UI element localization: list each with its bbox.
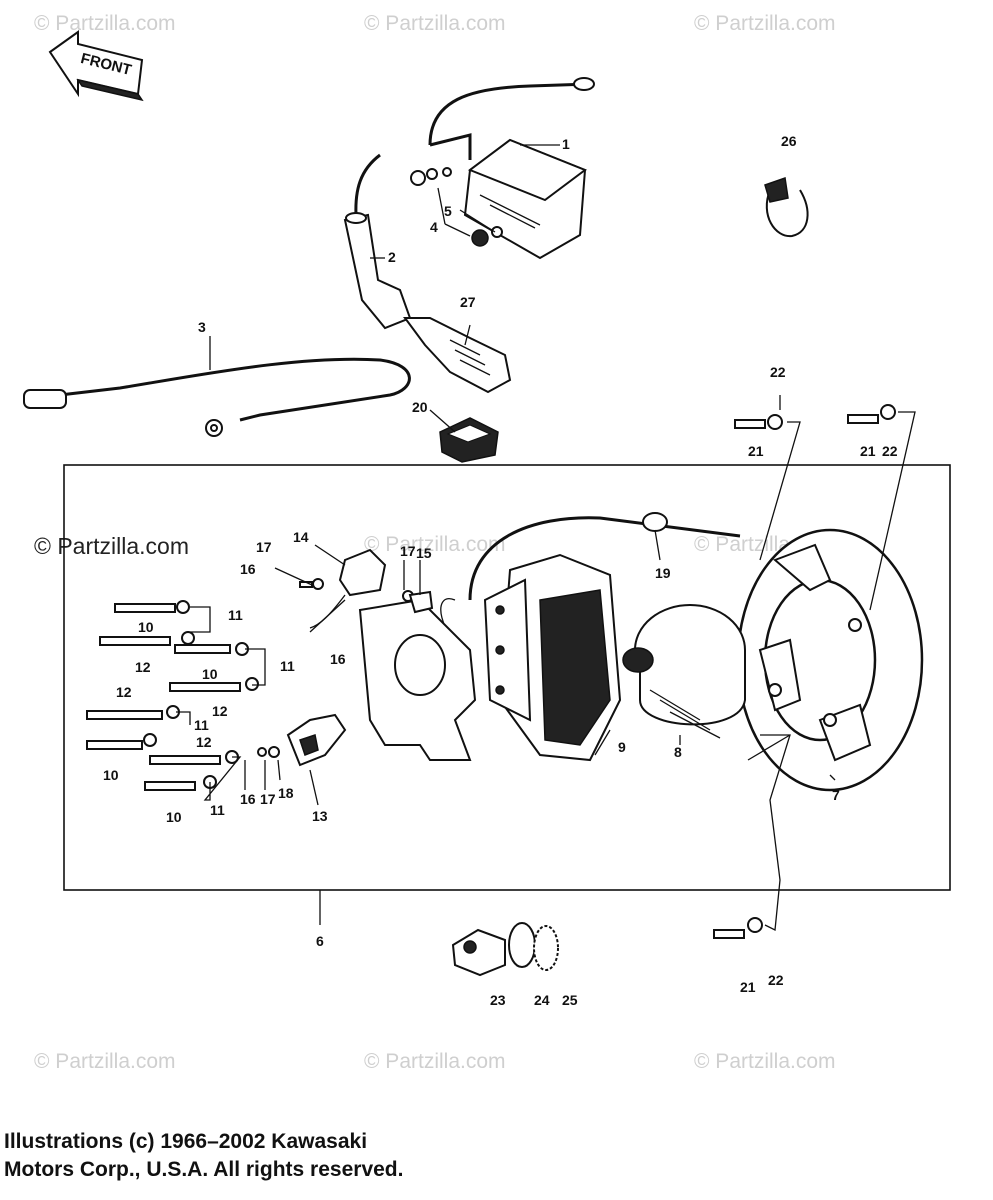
rotor-nut-icon xyxy=(451,922,559,977)
label-part-17b: 17 xyxy=(400,543,416,559)
watermark-bottom-left: © Partzilla.com xyxy=(34,1050,176,1073)
label-part-17c: 17 xyxy=(260,791,276,807)
label-part-18: 18 xyxy=(278,785,294,801)
clip-icon xyxy=(764,176,809,238)
label-part-6: 6 xyxy=(316,933,324,949)
watermark-top-right: © Partzilla.com xyxy=(694,12,836,35)
watermark-bottom-right: © Partzilla.com xyxy=(694,1050,836,1073)
copyright-notice: Illustrations (c) 1966–2002 Kawasaki Mot… xyxy=(4,1128,403,1184)
spark-plug-cap-icon xyxy=(343,212,412,330)
watermark-middle-center: © Partzilla.com xyxy=(364,533,506,556)
label-part-12b: 12 xyxy=(116,684,132,700)
label-part-25: 25 xyxy=(562,992,578,1008)
label-part-9: 9 xyxy=(618,739,626,755)
label-part-14: 14 xyxy=(293,529,309,545)
watermark-top-left: © Partzilla.com xyxy=(34,12,176,35)
front-arrow-icon: FRONT xyxy=(48,30,144,102)
nut-icon xyxy=(410,167,503,247)
label-part-12a: 12 xyxy=(135,659,151,675)
label-part-3: 3 xyxy=(198,319,206,335)
stator-wire xyxy=(468,516,741,601)
label-part-11c: 11 xyxy=(194,717,209,733)
label-part-13: 13 xyxy=(312,808,328,824)
grommet-icon xyxy=(642,512,668,532)
stator-coil-icon xyxy=(483,553,622,762)
label-part-11b: 11 xyxy=(280,658,295,674)
label-part-10a: 10 xyxy=(138,619,154,635)
label-part-19: 19 xyxy=(655,565,671,581)
assembly-frame xyxy=(63,464,951,891)
label-part-21c: 21 xyxy=(740,979,756,995)
label-part-1: 1 xyxy=(562,136,570,152)
watermark-top-center: © Partzilla.com xyxy=(364,12,506,35)
watermark-middle-left: © Partzilla.com xyxy=(34,533,189,559)
label-part-27: 27 xyxy=(460,294,476,310)
label-part-2: 2 xyxy=(388,249,396,265)
copyright-line-2: Motors Corp., U.S.A. All rights reserved… xyxy=(4,1158,404,1181)
label-part-17a: 17 xyxy=(256,539,272,555)
label-part-21a: 21 xyxy=(748,443,764,459)
label-part-16c: 16 xyxy=(240,791,256,807)
label-part-20: 20 xyxy=(412,399,428,415)
stator-plate-icon xyxy=(736,528,924,792)
label-part-15: 15 xyxy=(416,545,432,561)
label-part-23: 23 xyxy=(490,992,506,1008)
label-part-21b: 21 xyxy=(860,443,876,459)
label-part-4: 4 xyxy=(430,219,438,235)
spark-plug-icon xyxy=(403,317,512,394)
leader-lines xyxy=(176,144,916,932)
label-part-11d: 11 xyxy=(210,802,225,818)
label-part-5: 5 xyxy=(444,203,452,219)
label-part-16b: 16 xyxy=(330,651,346,667)
label-part-26: 26 xyxy=(781,133,797,149)
label-part-22a: 22 xyxy=(770,364,786,380)
plate-screws-icon xyxy=(713,404,896,939)
label-part-22c: 22 xyxy=(768,972,784,988)
contact-breaker-icon xyxy=(286,713,347,767)
copyright-line-1: Illustrations (c) 1966–2002 Kawasaki xyxy=(4,1130,368,1153)
label-part-16a: 16 xyxy=(240,561,256,577)
breaker-plate-icon xyxy=(358,598,477,761)
label-part-11a: 11 xyxy=(228,607,243,623)
watermark-bottom-center: © Partzilla.com xyxy=(364,1050,506,1073)
ground-cable-icon xyxy=(23,357,411,437)
label-part-24: 24 xyxy=(534,992,550,1008)
condenser-icon xyxy=(309,548,434,629)
label-part-7: 7 xyxy=(832,787,840,803)
label-part-10b: 10 xyxy=(202,666,218,682)
label-part-10d: 10 xyxy=(166,809,182,825)
rubber-boot-icon xyxy=(439,417,499,463)
screw-set-icon xyxy=(86,578,324,791)
label-part-8: 8 xyxy=(674,744,682,760)
label-part-22b: 22 xyxy=(882,443,898,459)
label-part-12c: 12 xyxy=(212,703,228,719)
rotor-icon xyxy=(622,604,746,739)
label-part-10c: 10 xyxy=(103,767,119,783)
label-part-12d: 12 xyxy=(196,734,212,750)
